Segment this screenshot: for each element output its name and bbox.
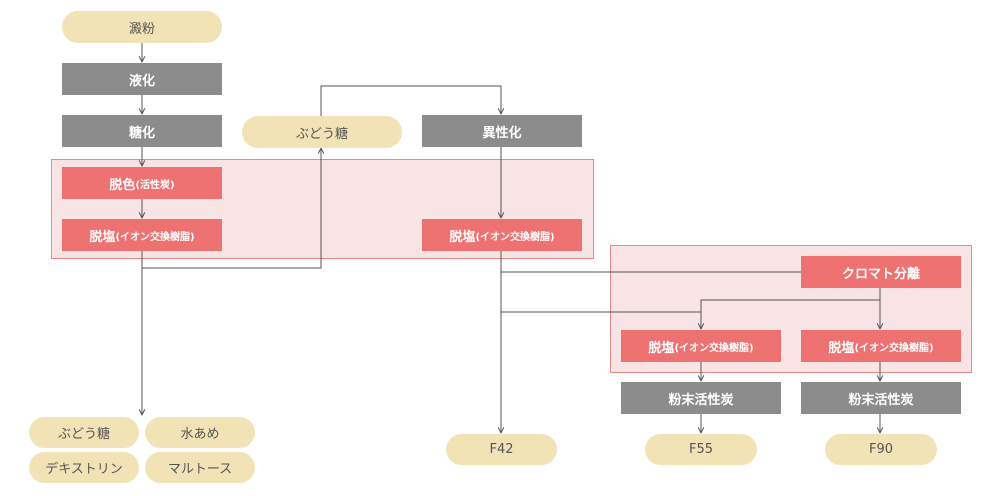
chromato-node: クロマト分離 <box>801 256 961 288</box>
desalt-sublabel-2: (イオン交換樹脂) <box>475 231 555 243</box>
carbon-label-1: 粉末活性炭 <box>668 392 734 408</box>
starch-label: 澱粉 <box>128 21 155 37</box>
desalt-label-4: 脱塩 <box>828 340 855 356</box>
product-mizuame-label: 水あめ <box>180 427 220 442</box>
product-f55-label: F55 <box>688 442 714 457</box>
desalt-sublabel-4: (イオン交換樹脂) <box>854 342 934 354</box>
liquefaction-node: 液化 <box>62 63 222 95</box>
glucose-node: ぶどう糖 <box>242 116 402 148</box>
product-f42-label: F42 <box>489 442 514 457</box>
desalt-sublabel-1: (イオン交換樹脂) <box>115 231 195 243</box>
carbon-node-2: 粉末活性炭 <box>801 382 961 414</box>
product-dextrin-label: デキストリン <box>45 462 123 477</box>
liquefaction-label: 液化 <box>128 73 155 89</box>
desalt-node-1: 脱塩(イオン交換樹脂) <box>62 219 222 251</box>
desalt-label-1: 脱塩 <box>89 229 116 245</box>
edge-desalt1-glucose <box>142 148 321 269</box>
saccharification-label: 糖化 <box>128 125 155 141</box>
decolor-sublabel: (活性炭) <box>135 179 175 191</box>
product-mizuame: 水あめ <box>145 417 255 448</box>
edge-desalt2-desalt3 <box>501 311 701 329</box>
desalt-node-4: 脱塩(イオン交換樹脂) <box>801 330 961 362</box>
product-glucose-label: ぶどう糖 <box>57 427 110 442</box>
carbon-label-2: 粉末活性炭 <box>848 392 914 408</box>
desalt-label-3: 脱塩 <box>648 340 675 356</box>
carbon-node-1: 粉末活性炭 <box>621 382 781 414</box>
isomerization-node: 異性化 <box>422 115 582 147</box>
saccharification-node: 糖化 <box>62 115 222 147</box>
chromato-label: クロマト分離 <box>841 266 920 282</box>
product-f55: F55 <box>645 434 757 465</box>
edge-glucose-isomerization <box>320 85 501 116</box>
product-dextrin: デキストリン <box>29 452 139 483</box>
product-glucose: ぶどう糖 <box>29 417 139 448</box>
starch-node: 澱粉 <box>62 11 222 43</box>
product-f42: F42 <box>446 434 557 465</box>
product-maltose-label: マルトース <box>167 462 233 477</box>
decolor-label: 脱色 <box>109 177 136 193</box>
decolor-node: 脱色(活性炭) <box>62 167 222 199</box>
edge-chromato-desalt3 <box>700 299 880 312</box>
desalt-node-2: 脱塩(イオン交換樹脂) <box>422 219 582 251</box>
desalt-node-3: 脱塩(イオン交換樹脂) <box>621 330 781 362</box>
desalt-sublabel-3: (イオン交換樹脂) <box>674 342 754 354</box>
isomerization-label: 異性化 <box>482 125 522 141</box>
product-f90-label: F90 <box>868 442 894 457</box>
desalt-label-2: 脱塩 <box>449 229 476 245</box>
product-f90: F90 <box>825 434 937 465</box>
product-maltose: マルトース <box>145 452 255 483</box>
glucose-label: ぶどう糖 <box>295 126 348 142</box>
